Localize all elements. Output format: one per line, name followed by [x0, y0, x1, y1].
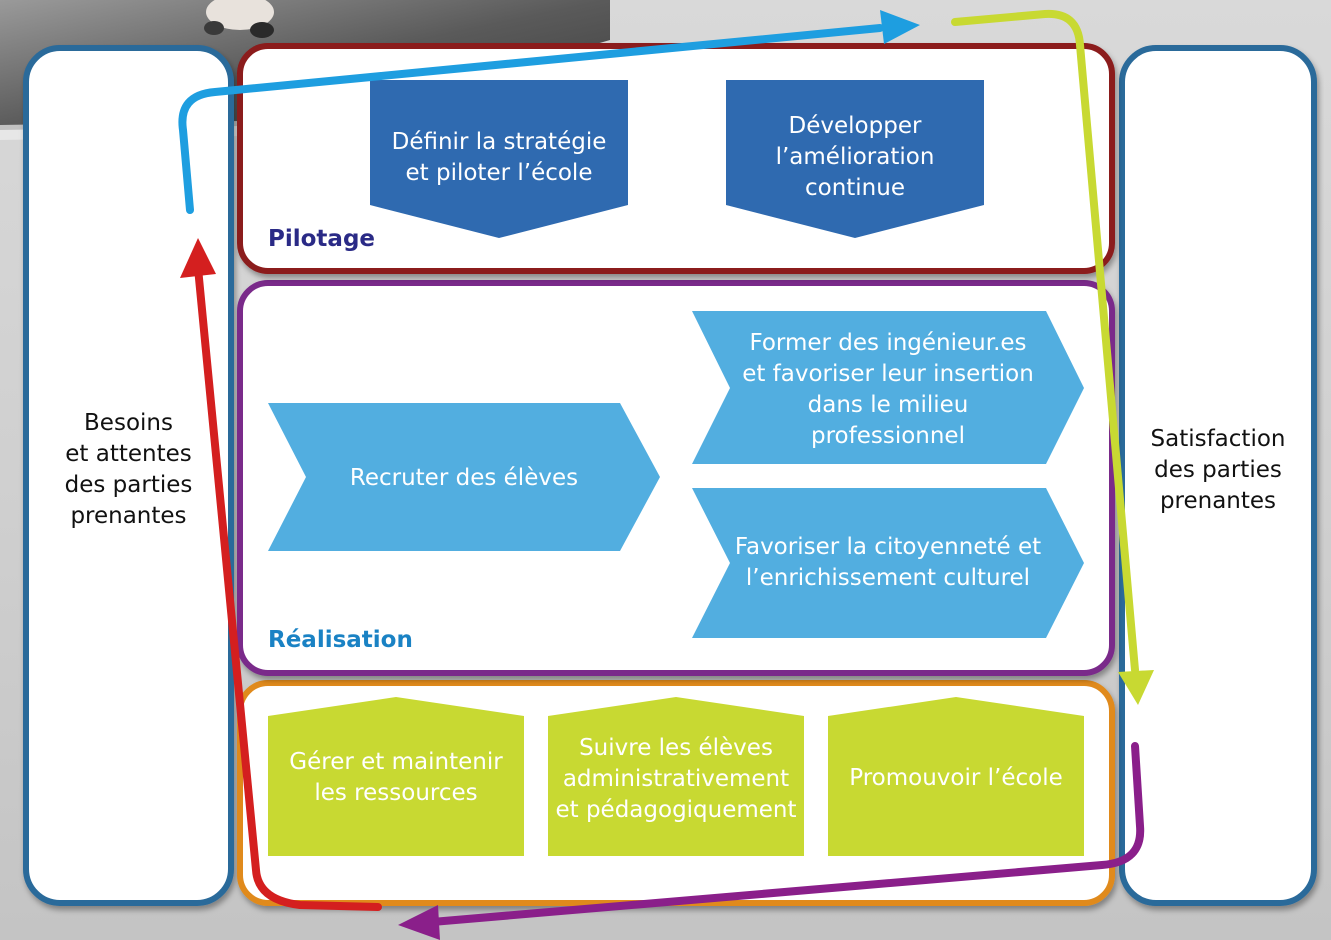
process-shape-continuous-improvement — [726, 80, 984, 238]
green-arrow-head — [1118, 670, 1154, 705]
blue-arrow-line — [178, 24, 884, 214]
process-shape-recruit — [268, 403, 660, 551]
realisation-label: Réalisation — [268, 627, 413, 653]
process-shape-resources — [268, 697, 524, 856]
purple-arrow-line — [428, 742, 1145, 926]
green-arrow-line — [951, 9, 1139, 674]
process-shape-follow-students — [548, 697, 804, 856]
purple-arrow-head — [398, 905, 440, 940]
right-panel-text: Satisfaction des parties prenantes — [1150, 425, 1286, 514]
red-arrow-head — [180, 238, 216, 278]
pilotage-label: Pilotage — [268, 226, 376, 252]
red-arrow-line — [194, 264, 382, 911]
blue-arrow-head — [880, 10, 920, 44]
process-shape-promote — [828, 697, 1084, 856]
process-shape-citizenship — [692, 488, 1084, 638]
process-shape-train-engineers — [692, 311, 1084, 464]
left-panel-box — [23, 45, 234, 906]
process-shape-define-strategy — [370, 80, 628, 238]
left-panel-text: Besoins et attentes des parties prenante… — [64, 410, 193, 529]
right-panel-box — [1119, 45, 1317, 906]
cycle-arrows — [178, 9, 1154, 940]
